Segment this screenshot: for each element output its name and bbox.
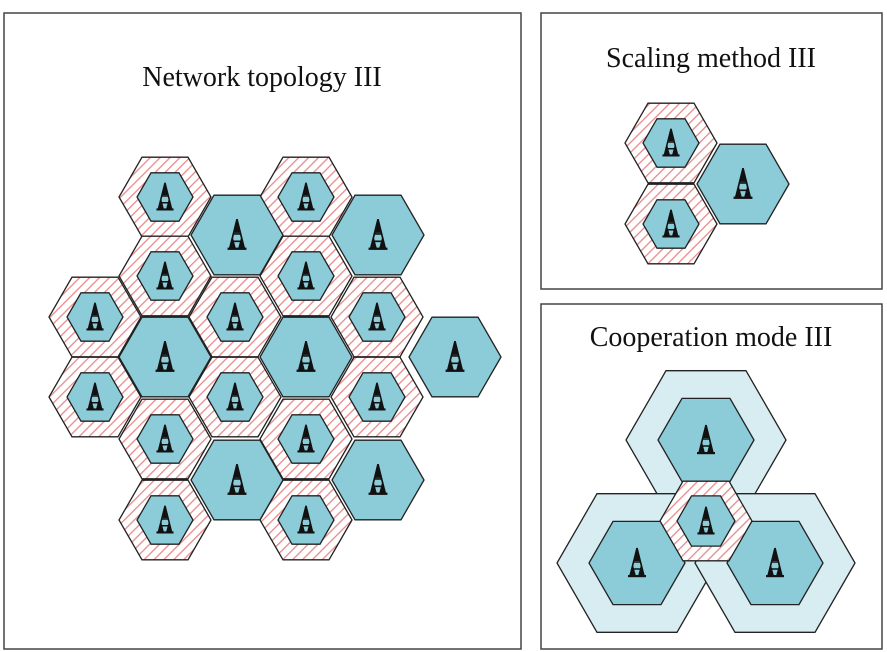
inner-cell (66, 372, 124, 422)
inner-cell (136, 414, 194, 464)
shared-inner-cell (676, 495, 736, 547)
scaling-method-panel (540, 12, 883, 290)
inner-cell (642, 199, 700, 249)
plain-cell (190, 194, 284, 276)
inner-cell (206, 372, 264, 422)
network-topology-panel (3, 12, 522, 650)
inner-cell (206, 292, 264, 342)
network-topology-cells (48, 156, 502, 561)
inner-cell (66, 292, 124, 342)
cooperation-cell (726, 520, 824, 606)
cooperation-mode-title: Cooperation mode III (590, 322, 833, 353)
inner-cell (348, 292, 406, 342)
cooperation-mode-cells (556, 370, 856, 633)
inner-cell (642, 118, 700, 168)
plain-cell (696, 143, 790, 225)
network-topology-title: Network topology III (142, 62, 382, 93)
plain-cell (118, 316, 212, 398)
inner-cell (277, 495, 335, 545)
cooperation-cell (657, 397, 755, 483)
plain-cell (259, 316, 353, 398)
scaling-method-cells (624, 102, 790, 265)
plain-cell (190, 439, 284, 521)
inner-cell (277, 414, 335, 464)
cooperation-mode-panel (540, 303, 883, 650)
scaling-method-title: Scaling method III (606, 43, 816, 74)
inner-cell (348, 372, 406, 422)
plain-cell (331, 194, 425, 276)
plain-cell (331, 439, 425, 521)
inner-cell (277, 251, 335, 301)
inner-cell (277, 172, 335, 222)
plain-cell (408, 316, 502, 398)
inner-cell (136, 172, 194, 222)
inner-cell (136, 251, 194, 301)
inner-cell (136, 495, 194, 545)
